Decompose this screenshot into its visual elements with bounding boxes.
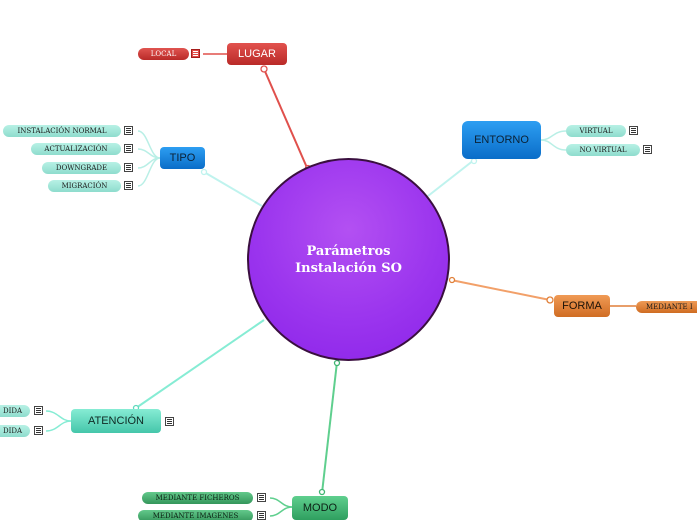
central-topic-title: Parámetros Instalación SO <box>295 243 402 276</box>
note-icon[interactable] <box>643 145 652 154</box>
branch-atencion-label: ATENCIÓN <box>87 415 145 427</box>
branch-modo-label: MODO <box>302 502 338 514</box>
branch-tipo[interactable]: TIPO <box>160 147 205 169</box>
note-icon[interactable] <box>629 126 638 135</box>
link-forma <box>450 279 551 301</box>
branch-entorno[interactable]: ENTORNO <box>462 121 541 159</box>
leaf-local[interactable]: LOCAL <box>138 48 189 60</box>
note-icon[interactable] <box>165 417 174 426</box>
leaf-instalacion-normal[interactable]: INSTALACIÓN NORMAL <box>3 125 121 137</box>
branch-entorno-label: ENTORNO <box>474 134 529 146</box>
leaf-downgrade[interactable]: DOWNGRADE <box>42 162 121 174</box>
leaf-atencion-1[interactable]: DIDA <box>0 405 30 417</box>
branch-atencion[interactable]: ATENCIÓN <box>71 409 161 433</box>
note-icon[interactable] <box>124 163 133 172</box>
connector-dot-icon <box>333 359 341 367</box>
leaf-mediante-ficheros[interactable]: MEDIANTE FICHEROS <box>142 492 253 504</box>
note-icon[interactable] <box>257 511 266 520</box>
note-icon[interactable] <box>124 126 133 135</box>
branch-modo[interactable]: MODO <box>292 496 348 520</box>
branch-lugar-label: LUGAR <box>238 48 276 60</box>
central-topic[interactable]: Parámetros Instalación SO <box>247 158 450 361</box>
branch-forma-label: FORMA <box>562 300 602 312</box>
leaf-actualizacion[interactable]: ACTUALIZACIÓN <box>31 143 121 155</box>
link-modo <box>321 361 338 494</box>
connector-dot-icon <box>200 168 208 176</box>
note-icon[interactable] <box>124 181 133 190</box>
note-icon[interactable] <box>34 406 43 415</box>
connector-dot-icon <box>318 488 326 496</box>
connector-dot-icon <box>470 157 478 165</box>
leaf-mediante-imagenes[interactable]: MEDIANTE IMAGENES <box>138 510 253 520</box>
connector-dot-icon <box>448 276 456 284</box>
note-icon[interactable] <box>191 49 200 58</box>
branch-tipo-label: TIPO <box>169 152 196 164</box>
note-icon[interactable] <box>257 493 266 502</box>
link-tipo <box>203 171 263 207</box>
link-entorno <box>427 159 475 197</box>
connector-dot-icon <box>260 65 268 73</box>
branch-forma[interactable]: FORMA <box>554 295 610 317</box>
leaf-no-virtual[interactable]: NO VIRTUAL <box>566 144 640 156</box>
link-lugar <box>263 68 309 171</box>
leaf-migracion[interactable]: MIGRACIÓN <box>48 180 121 192</box>
branch-lugar[interactable]: LUGAR <box>227 43 287 65</box>
link-atencion <box>135 319 265 409</box>
leaf-virtual[interactable]: VIRTUAL <box>566 125 626 137</box>
note-icon[interactable] <box>34 426 43 435</box>
leaf-mediante-i[interactable]: MEDIANTE I <box>636 301 697 313</box>
note-icon[interactable] <box>124 144 133 153</box>
connector-dot-icon <box>546 296 554 304</box>
leaf-atencion-2[interactable]: DIDA <box>0 425 30 437</box>
